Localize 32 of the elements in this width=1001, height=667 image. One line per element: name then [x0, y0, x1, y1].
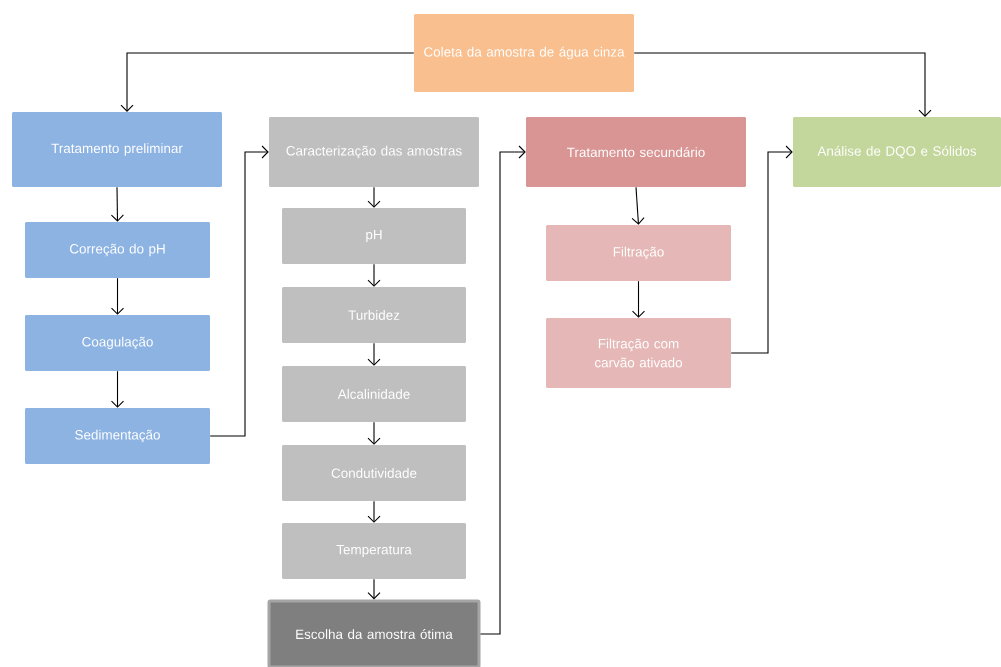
arrow: [367, 263, 381, 287]
process-box: Temperatura: [282, 523, 466, 579]
process-box: Correção do pH: [25, 222, 210, 278]
process-box: Condutividade: [282, 445, 466, 501]
process-box: Filtração: [546, 225, 731, 281]
process-box: Coleta da amostra de água cinza: [414, 14, 634, 92]
process-box: Coagulação: [25, 315, 210, 371]
process-box: pH: [282, 208, 466, 264]
arrow: [367, 186, 381, 208]
process-box: Turbidez: [282, 287, 466, 343]
process-box: Filtração com carvão ativado: [546, 318, 731, 388]
arrow: [479, 145, 526, 635]
arrow: [367, 342, 381, 366]
process-box: Tratamento preliminar: [12, 112, 222, 187]
arrow: [110, 186, 124, 222]
process-box: Tratamento secundário: [526, 117, 746, 187]
process-box: Alcalinidade: [282, 366, 466, 422]
process-box: Análise de DQO e Sólidos: [793, 117, 1001, 187]
arrow: [209, 145, 269, 437]
arrow: [367, 578, 381, 600]
arrow: [367, 421, 381, 445]
arrow: [631, 186, 645, 225]
process-box: Escolha da amostra ótima: [267, 599, 481, 667]
arrow: [633, 52, 932, 117]
arrow: [120, 52, 415, 112]
arrow: [631, 280, 646, 318]
process-box: Sedimentação: [25, 408, 210, 464]
process-box: Caracterização das amostras: [269, 117, 479, 187]
arrow: [367, 500, 381, 523]
arrow: [110, 277, 125, 315]
arrow: [110, 370, 125, 408]
arrow: [730, 145, 793, 354]
